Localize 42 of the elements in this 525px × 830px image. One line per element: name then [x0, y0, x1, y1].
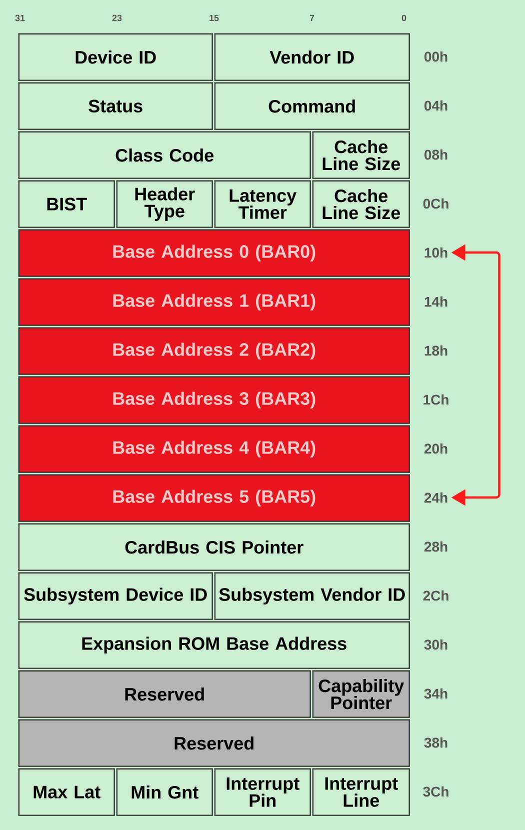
offset-label: 3Ch: [423, 786, 448, 797]
register-field: Header Type: [116, 180, 213, 228]
offset-label: 24h: [424, 492, 448, 503]
bit-number: 7: [310, 14, 314, 22]
offset-label: 2Ch: [423, 590, 448, 601]
bit-number: 31: [15, 14, 25, 22]
offset-label: 1Ch: [424, 394, 448, 405]
register-field: Base Address 1 (BAR1): [18, 278, 410, 326]
offset-label: 00h: [424, 51, 448, 62]
register-field: Capability Pointer: [312, 670, 410, 718]
offset-label: 30h: [424, 639, 448, 650]
register-field: Base Address 2 (BAR2): [18, 327, 410, 375]
register-field: Cache Line Size: [312, 131, 410, 179]
register-field: Latency Timer: [214, 180, 311, 228]
offset-label: 04h: [424, 100, 448, 111]
bit-number: 0: [402, 14, 406, 22]
bit-number: 15: [210, 14, 219, 22]
offset-label: 10h: [424, 247, 448, 258]
register-field: Subsystem Vendor ID: [214, 572, 410, 620]
register-field: Cache Line Size: [312, 180, 410, 228]
register-field: Base Address 4 (BAR4): [18, 425, 410, 473]
offset-label: 38h: [424, 737, 448, 748]
offset-label: 18h: [424, 345, 448, 356]
register-field: Subsystem Device ID: [18, 572, 213, 620]
offset-label: 08h: [424, 149, 448, 160]
offset-label: 34h: [424, 688, 448, 699]
register-field: Status: [18, 82, 213, 130]
offset-label: 0Ch: [423, 198, 448, 209]
register-field: Min Gnt: [116, 768, 213, 816]
register-field: Interrupt Pin: [214, 768, 311, 816]
register-field: Interrupt Line: [312, 768, 410, 816]
offset-label: 20h: [424, 443, 448, 454]
register-field: Device ID: [18, 33, 213, 81]
register-field: Vendor ID: [214, 33, 410, 81]
register-field: Base Address 0 (BAR0): [18, 229, 410, 277]
offset-label: 14h: [424, 296, 448, 307]
bit-number: 23: [112, 14, 122, 22]
register-field: Max Lat: [18, 768, 115, 816]
offset-label: 28h: [424, 541, 448, 552]
register-field: Base Address 3 (BAR3): [18, 376, 410, 424]
register-field: BIST: [18, 180, 115, 228]
register-field: Base Address 5 (BAR5): [18, 474, 410, 522]
